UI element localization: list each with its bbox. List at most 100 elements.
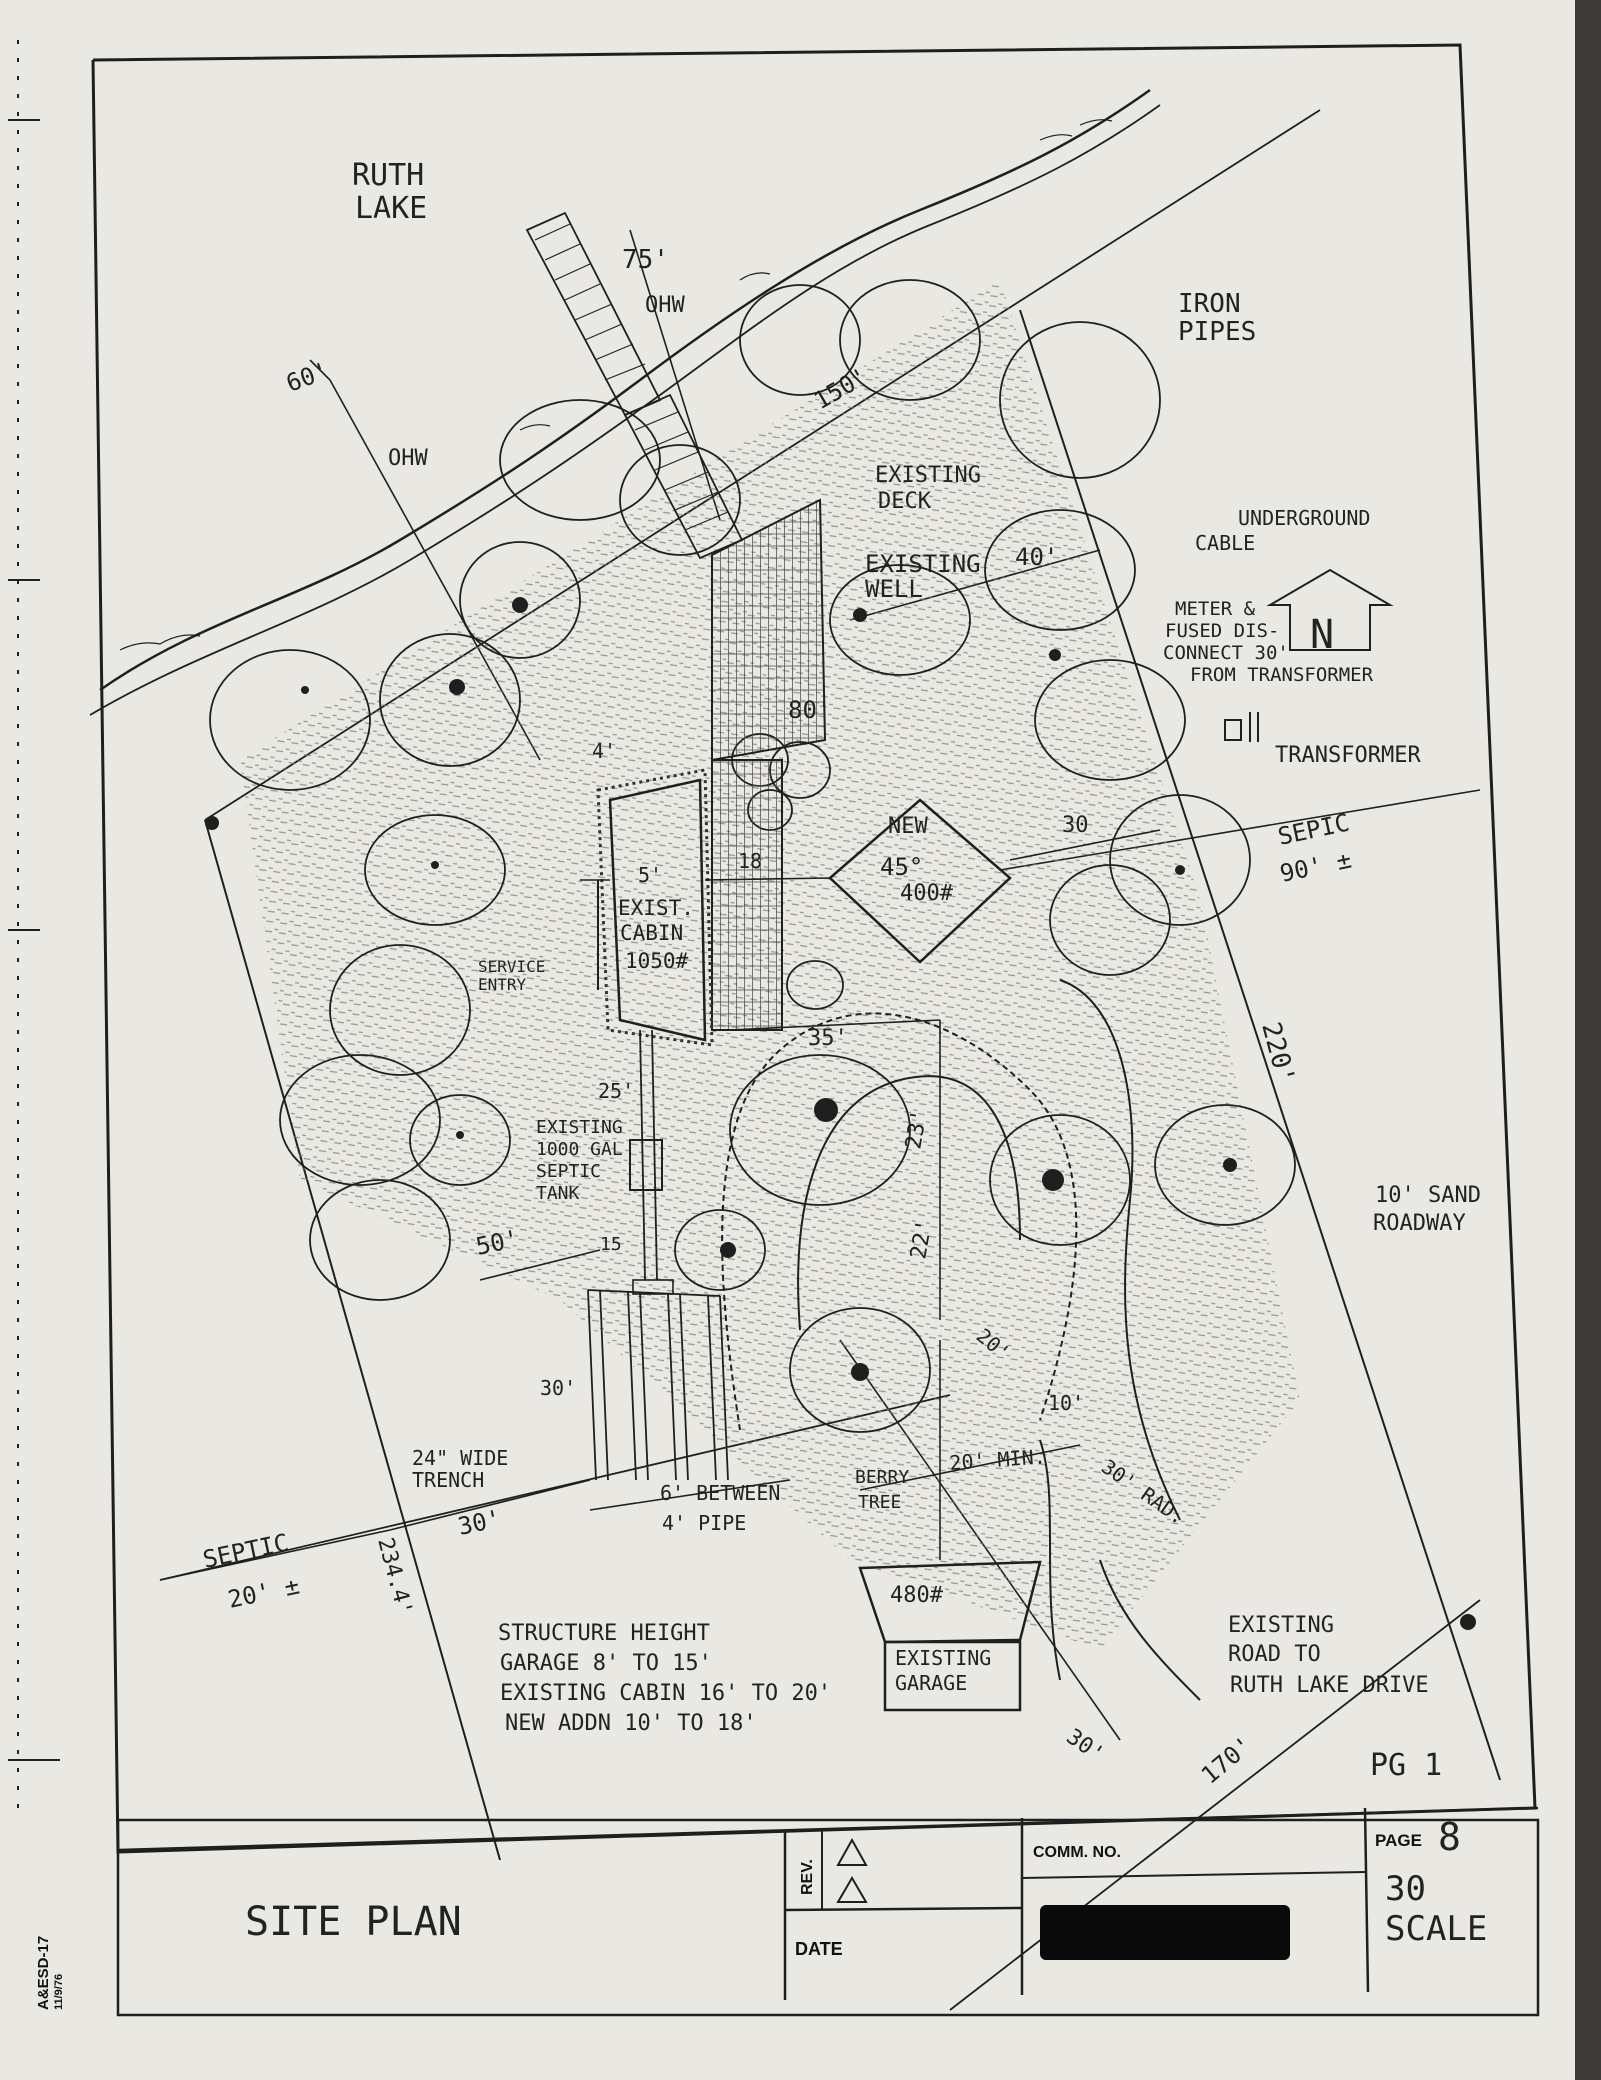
ohw-label-lower: OHW	[388, 446, 428, 471]
svg-text:SEPIC: SEPIC	[1275, 808, 1351, 850]
date-label: DATE	[795, 1939, 843, 1959]
between-pipe-label: 6' BETWEEN 4' PIPE	[660, 1481, 780, 1535]
svg-text:NEW: NEW	[888, 814, 928, 839]
comm-no-label: COMM. NO.	[1033, 1844, 1121, 1861]
svg-text:METER &: METER &	[1175, 598, 1256, 620]
new-addition-label: NEW 45° 400#	[880, 814, 954, 906]
new-addition	[828, 798, 1012, 964]
tree-trunks	[205, 597, 1476, 1630]
svg-text:24" WIDE: 24" WIDE	[412, 1446, 508, 1470]
dimension-labels: 75' 60' 150' 40' 80' 4' 5' 18 30 220' 35…	[282, 245, 1300, 1790]
svg-text:80': 80'	[788, 696, 831, 724]
sheet-date-code: 11/9/76	[53, 1974, 65, 2010]
svg-text:SEPTIC: SEPTIC	[200, 1528, 291, 1573]
svg-text:6' BETWEEN: 6' BETWEEN	[660, 1481, 780, 1505]
svg-text:170': 170'	[1196, 1731, 1258, 1790]
svg-text:234.4': 234.4'	[372, 1535, 417, 1618]
svg-text:20' ±: 20' ±	[225, 1571, 301, 1613]
existing-well-label: EXISTING WELL	[865, 550, 981, 603]
septic-tank-label: EXISTING 1000 GAL SEPTIC TANK	[536, 1117, 623, 1204]
svg-text:IRON: IRON	[1178, 289, 1241, 319]
svg-text:35': 35'	[808, 1026, 848, 1051]
svg-text:EXISTING CABIN 16' TO 20': EXISTING CABIN 16' TO 20'	[500, 1681, 831, 1706]
underground-cable-label: UNDERGROUND CABLE	[1195, 506, 1370, 555]
svg-text:RUTH: RUTH	[352, 158, 424, 193]
structure-height-notes: STRUCTURE HEIGHT GARAGE 8' TO 15' EXISTI…	[498, 1621, 831, 1736]
svg-text:TANK: TANK	[536, 1183, 580, 1204]
meter-label: METER & FUSED DIS- CONNECT 30' FROM TRAN…	[1163, 598, 1374, 686]
existing-road-label: EXISTING ROAD TO RUTH LAKE DRIVE	[1228, 1613, 1429, 1698]
trench-label: 24" WIDE TRENCH	[412, 1446, 508, 1492]
dimension-lines	[159, 359, 1161, 1581]
transformer-icon	[1224, 712, 1259, 742]
svg-text:60': 60'	[282, 356, 332, 397]
svg-text:EXISTING: EXISTING	[875, 463, 981, 488]
svg-text:FUSED DIS-: FUSED DIS-	[1165, 620, 1279, 642]
rev-label: REV.	[799, 1859, 816, 1895]
svg-text:CABIN: CABIN	[620, 921, 683, 945]
svg-text:400#: 400#	[900, 881, 954, 906]
svg-text:N: N	[1310, 612, 1334, 658]
svg-text:EXISTING: EXISTING	[536, 1117, 623, 1138]
svg-text:TREE: TREE	[858, 1492, 901, 1513]
lake-label: RUTH LAKE	[352, 158, 427, 226]
septic-system	[587, 1029, 729, 1481]
svg-text:RUTH LAKE DRIVE: RUTH LAKE DRIVE	[1230, 1673, 1429, 1698]
sheet-title: SITE PLAN	[245, 1899, 462, 1945]
svg-text:PIPES: PIPES	[1178, 317, 1256, 347]
svg-text:10': 10'	[1048, 1391, 1084, 1415]
scale-label: SCALE	[1385, 1909, 1487, 1949]
svg-text:75': 75'	[622, 245, 669, 275]
svg-text:STRUCTURE HEIGHT: STRUCTURE HEIGHT	[498, 1621, 710, 1646]
existing-deck	[711, 498, 827, 1031]
svg-text:EXISTING: EXISTING	[865, 550, 981, 578]
svg-text:18: 18	[738, 849, 762, 873]
north-arrow-icon: N	[1266, 568, 1394, 658]
svg-text:1050#: 1050#	[625, 949, 689, 973]
exist-cabin-label: EXIST. CABIN 1050#	[618, 896, 694, 973]
sand-roadway	[721, 979, 1201, 1701]
svg-text:25': 25'	[598, 1079, 634, 1103]
ohw-label-upper: OHW	[645, 293, 685, 318]
existing-garage	[858, 1560, 1042, 1712]
svg-text:30': 30'	[540, 1376, 576, 1400]
svg-text:30: 30	[1062, 813, 1089, 838]
septic-right-label: SEPIC 90' ±	[1275, 808, 1353, 887]
sheet-code: A&ESD-17	[35, 1936, 52, 2010]
svg-text:90' ±: 90' ±	[1277, 845, 1353, 887]
page-ref-label: PG 1	[1370, 1748, 1442, 1783]
lake-shoreline	[89, 88, 1161, 716]
transformer-label: TRANSFORMER	[1275, 743, 1421, 768]
svg-text:5': 5'	[638, 863, 662, 887]
svg-text:EXISTING: EXISTING	[1228, 1613, 1334, 1638]
svg-text:45°: 45°	[880, 853, 923, 881]
svg-text:CONNECT 30': CONNECT 30'	[1163, 642, 1289, 664]
svg-text:10' SAND: 10' SAND	[1375, 1183, 1481, 1208]
svg-text:CABLE: CABLE	[1195, 531, 1255, 555]
svg-text:FROM TRANSFORMER: FROM TRANSFORMER	[1190, 664, 1374, 686]
svg-text:BERRY: BERRY	[855, 1467, 909, 1488]
svg-text:UNDERGROUND: UNDERGROUND	[1238, 506, 1370, 530]
scale-value: 30	[1385, 1869, 1426, 1909]
svg-text:GARAGE 8' TO 15': GARAGE 8' TO 15'	[500, 1651, 712, 1676]
svg-text:EXIST.: EXIST.	[618, 896, 694, 920]
svg-text:EXISTING: EXISTING	[895, 1646, 991, 1670]
page-number: 8	[1438, 1815, 1461, 1859]
svg-text:40': 40'	[1015, 543, 1058, 571]
title-block	[116, 1806, 1540, 2017]
page-label: PAGE	[1375, 1831, 1422, 1850]
svg-text:NEW ADDN 10' TO 18': NEW ADDN 10' TO 18'	[505, 1711, 757, 1736]
septic-left-label: SEPTIC 20' ±	[200, 1528, 301, 1613]
svg-text:15: 15	[600, 1234, 622, 1255]
margin-ticks	[8, 40, 60, 1820]
svg-text:SERVICE: SERVICE	[478, 957, 545, 976]
svg-text:SEPTIC: SEPTIC	[536, 1161, 601, 1182]
existing-deck-label: EXISTING DECK	[875, 463, 981, 514]
svg-text:DECK: DECK	[878, 489, 932, 514]
svg-text:1000 GAL: 1000 GAL	[536, 1139, 623, 1160]
iron-pipes-label: IRON PIPES	[1178, 289, 1256, 347]
svg-text:TRENCH: TRENCH	[412, 1468, 484, 1492]
svg-text:GARAGE: GARAGE	[895, 1671, 967, 1695]
sand-roadway-label: 10' SAND ROADWAY	[1373, 1183, 1481, 1236]
